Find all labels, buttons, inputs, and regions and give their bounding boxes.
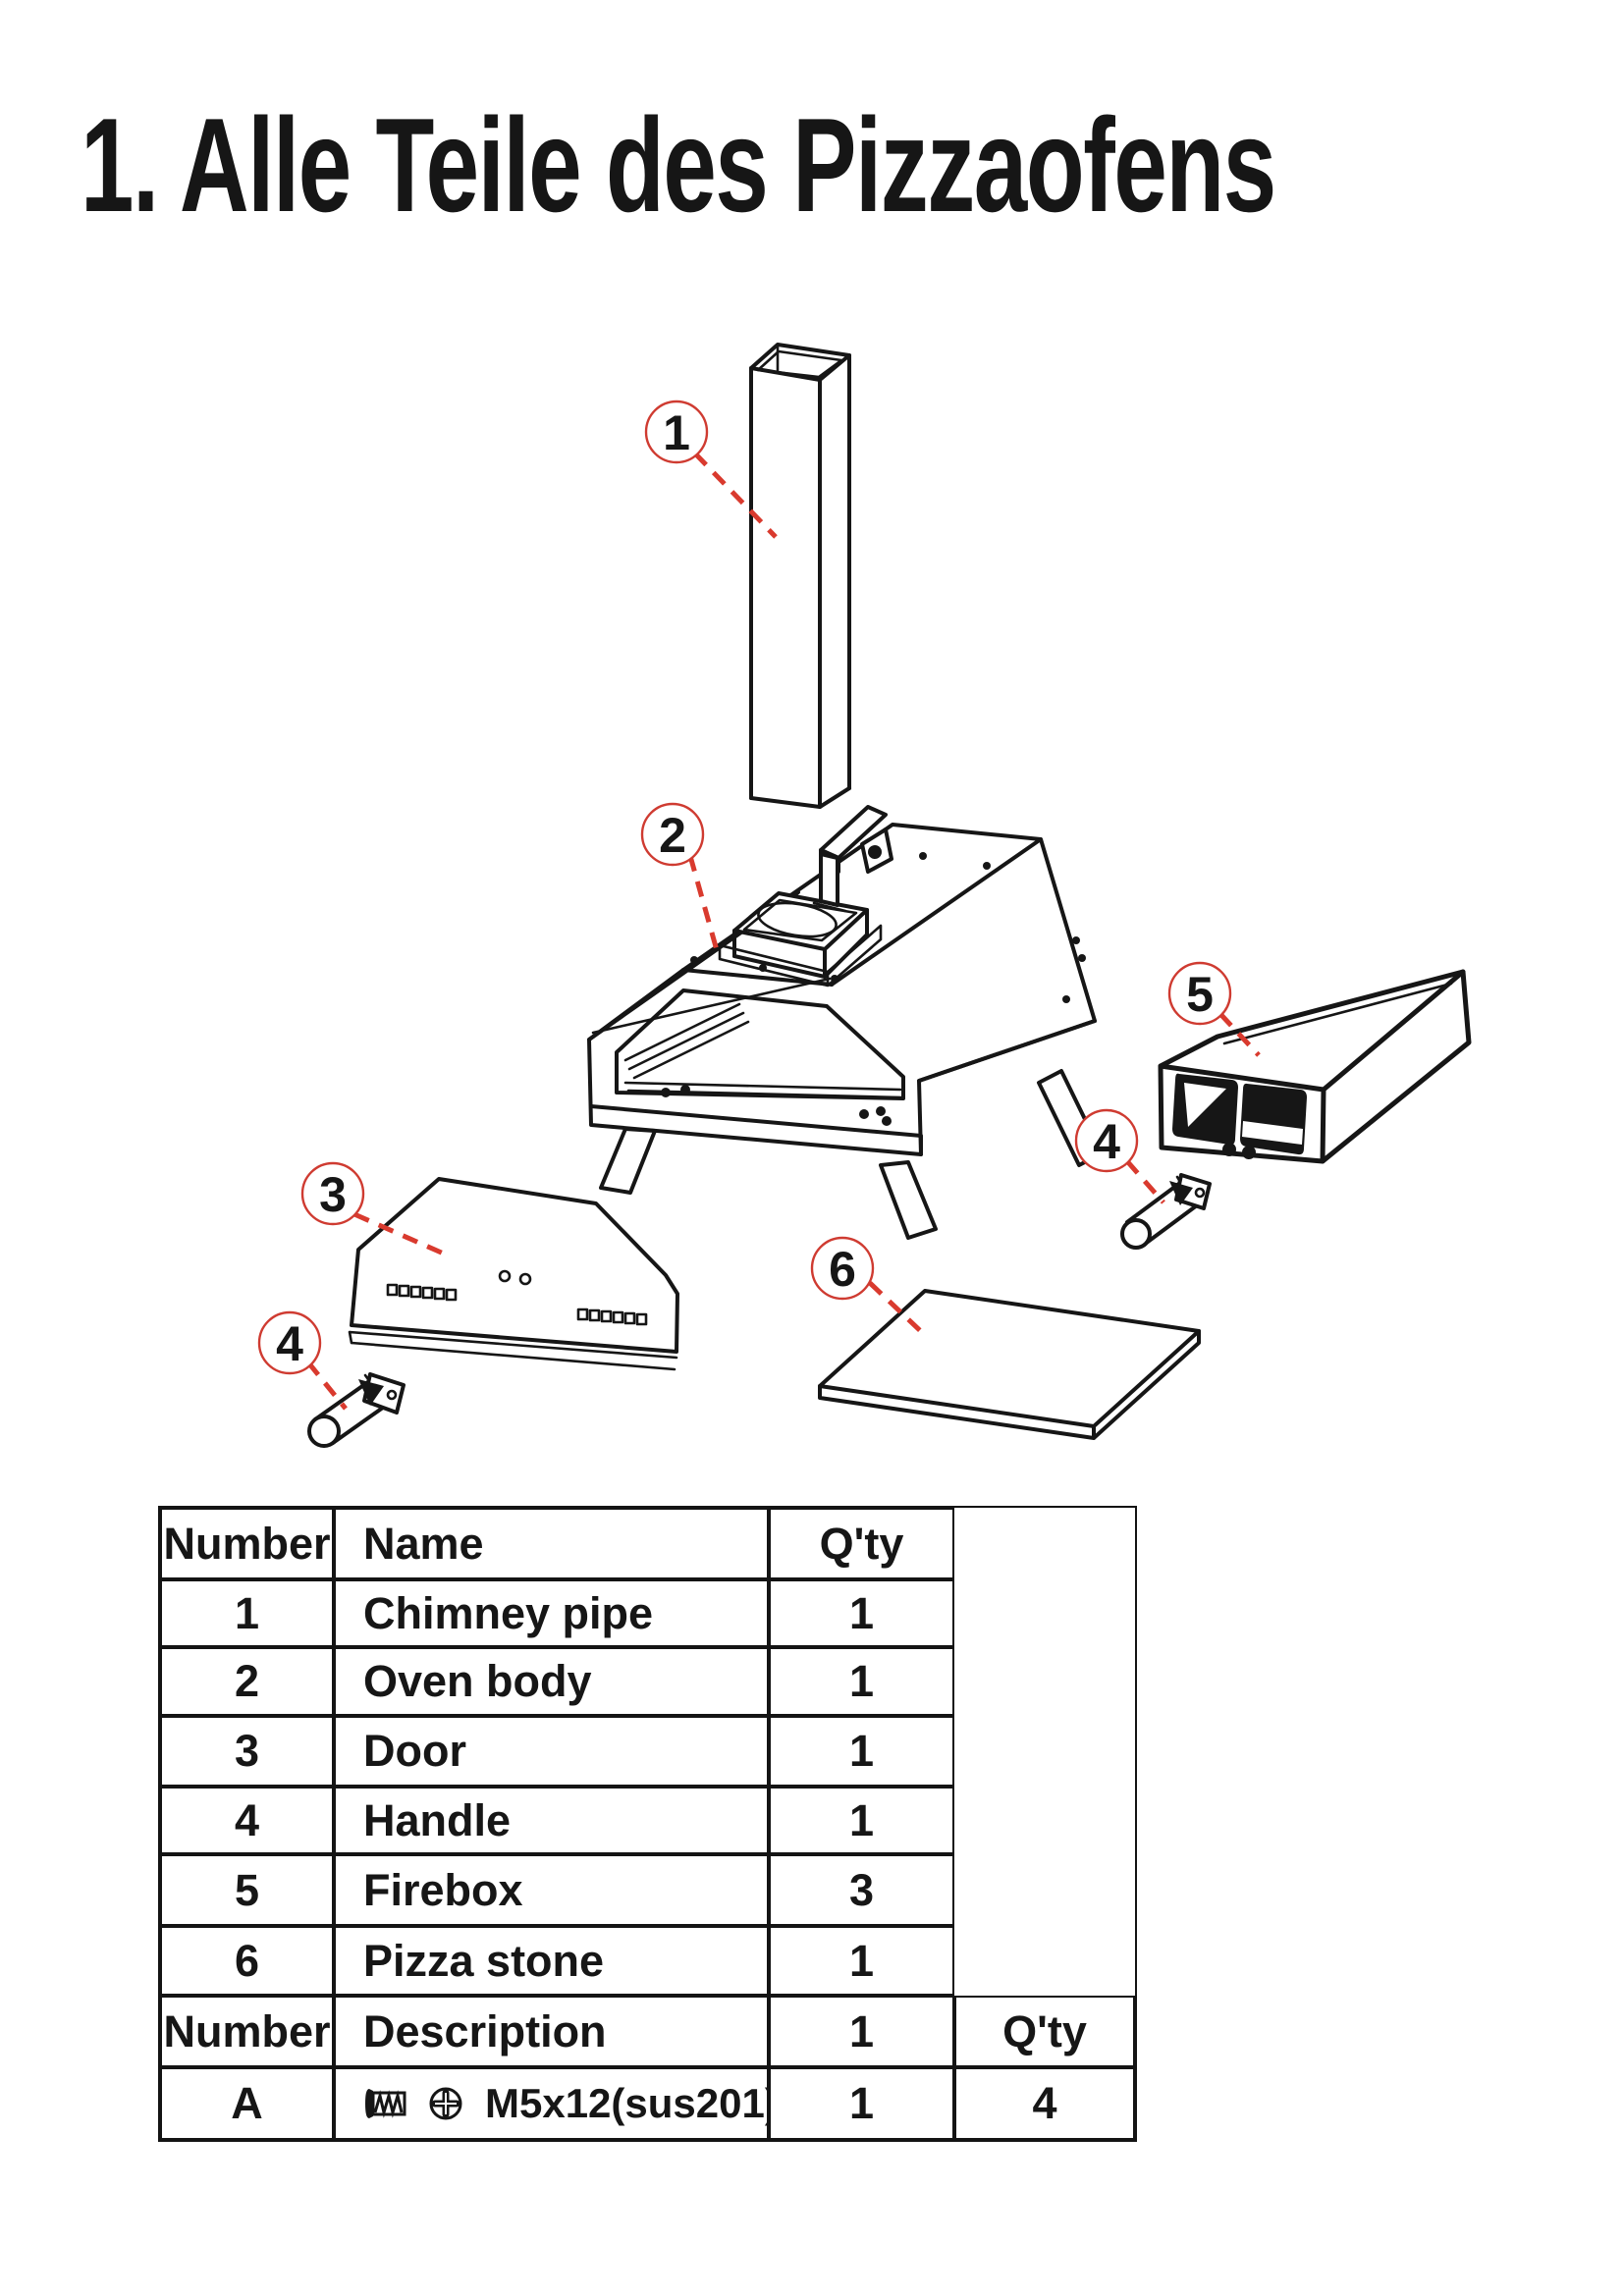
door-bottom-lip [348, 1330, 678, 1371]
parts-table: Number Name Q'ty 1 Chimney pipe 1 2 Oven… [158, 1506, 1137, 2142]
pipe-bottom-edge [749, 786, 851, 809]
table-header-name: Name [334, 1508, 769, 1579]
page-title: 1. Alle Teile des Pizzaofens [81, 90, 1276, 240]
callout-6: 6 [810, 1236, 929, 1339]
roof-ridge [830, 837, 1043, 987]
leg-front-right [879, 1160, 938, 1240]
firebox-drawing [1158, 969, 1472, 1164]
leader-line-1 [693, 452, 778, 539]
collar-hole [757, 901, 838, 938]
leader-line-3 [352, 1211, 448, 1257]
door-vent-row-1 [386, 1283, 458, 1302]
top-bracket [812, 805, 893, 913]
callout-4-left-number: 4 [276, 1316, 303, 1371]
leader-line-2 [687, 855, 720, 951]
callout-1: 1 [644, 400, 778, 539]
rivet-dots [661, 852, 1086, 1126]
leader-line-6 [868, 1281, 929, 1339]
leader-line-4-right [1125, 1159, 1165, 1204]
table-row: 1 [160, 1579, 334, 1647]
handle-grip-end [1120, 1218, 1152, 1250]
door-vent-row-2 [576, 1308, 648, 1326]
callout-2: 2 [640, 802, 720, 951]
handle-drawing-right [1120, 1173, 1212, 1250]
hardware-row-description: M5x12(sus201) [334, 2067, 769, 2140]
firebox-inner-rim [1222, 982, 1453, 1045]
bracket-post [819, 852, 839, 907]
oven-body-drawing [587, 805, 1104, 1240]
phillips-head-icon [429, 2087, 462, 2120]
table-header-qty: Q'ty [769, 1508, 954, 1579]
firebox-knob [1222, 1143, 1236, 1156]
hardware-header-description: Description [334, 1996, 769, 2067]
table-row: 2 [160, 1647, 334, 1716]
hardware-header-number: Number [160, 1996, 334, 2067]
callout-4-right: 4 [1074, 1108, 1165, 1204]
callout-3-number: 3 [319, 1167, 347, 1222]
handle-drawing-left [307, 1372, 406, 1448]
hardware-row-number: A [160, 2067, 334, 2140]
door-hole [498, 1269, 512, 1283]
oven-mouth-opening [615, 988, 905, 1100]
table-row: 5 [160, 1854, 334, 1926]
callout-4-right-number: 4 [1093, 1114, 1120, 1169]
hardware-header-qty: Q'ty [954, 1996, 1135, 2067]
firebox-knob [1242, 1146, 1256, 1159]
pipe-top-rim-inner [756, 349, 843, 379]
callout-4-left: 4 [257, 1310, 348, 1411]
oven-body-silhouette [587, 823, 1097, 1156]
screw-side-icon [365, 2089, 406, 2118]
firebox-silhouette [1158, 969, 1472, 1164]
door-drawing [348, 1177, 679, 1371]
callout-5: 5 [1167, 961, 1261, 1057]
table-row: 4 [160, 1787, 334, 1854]
callout-3: 3 [300, 1161, 448, 1257]
leader-line-4-left [306, 1361, 348, 1411]
handle-grip-end [307, 1415, 341, 1448]
hardware-spec-text: M5x12(sus201) [485, 2080, 769, 2126]
leader-line-5 [1218, 1012, 1261, 1057]
pizza-stone-drawing [818, 1289, 1201, 1440]
callout-2-number: 2 [659, 808, 686, 863]
collar-base-plate [718, 924, 883, 988]
door-hole [518, 1272, 532, 1286]
chimney-pipe-drawing [749, 343, 851, 809]
table-row: 3 [160, 1716, 334, 1787]
leg-front-left [599, 1127, 657, 1195]
base-skirt [589, 1104, 923, 1156]
stone-rails [623, 1002, 750, 1080]
table-header-number: Number [160, 1508, 334, 1579]
table-row: 6 [160, 1926, 334, 1996]
hardware-row-qty: 4 [954, 2067, 1135, 2140]
callout-5-number: 5 [1186, 967, 1214, 1022]
callout-6-number: 6 [829, 1242, 856, 1297]
callout-1-number: 1 [663, 405, 690, 460]
door-panel [350, 1177, 679, 1354]
bracket-hole [868, 845, 882, 859]
stone-thickness [818, 1329, 1201, 1440]
